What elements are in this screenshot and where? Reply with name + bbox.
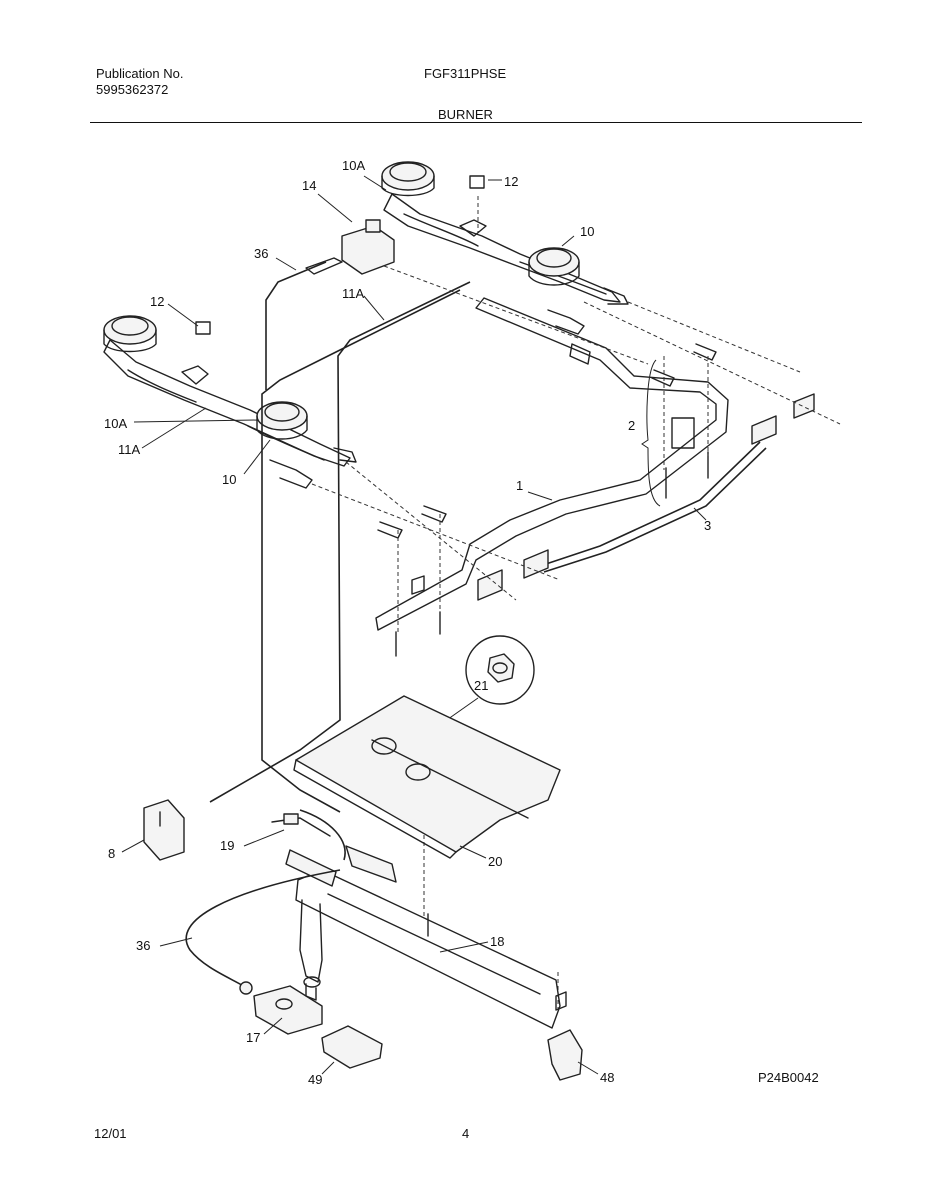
electrode-clip-12-left <box>195 321 211 335</box>
callout-14: 14 <box>302 178 316 193</box>
valve-14 <box>305 219 395 275</box>
bracket-49 <box>321 1025 383 1069</box>
callout-10-top: 10 <box>580 224 594 239</box>
callout-12-top: 12 <box>504 174 518 189</box>
igniter-19 <box>271 813 397 883</box>
lower-burner-assembly <box>103 315 357 489</box>
burner-head-10a-left <box>103 315 157 345</box>
callout-17: 17 <box>246 1030 260 1045</box>
tube-36-upper <box>261 289 461 813</box>
screws <box>395 451 709 937</box>
callout-10-left: 10 <box>222 472 236 487</box>
burner-head-10-left <box>256 401 308 431</box>
electrode-clip-12-top <box>469 175 485 189</box>
bracket-48 <box>547 991 583 1081</box>
tube-36-lower <box>185 869 341 991</box>
callout-36-top: 36 <box>254 246 268 261</box>
manifold-1 <box>375 297 729 631</box>
manifold-brackets <box>377 343 815 601</box>
figure-code: P24B0042 <box>758 1070 819 1085</box>
callout-12-left: 12 <box>150 294 164 309</box>
burner-tube-18 <box>285 849 561 1029</box>
section-title: BURNER <box>438 107 493 122</box>
callout-1: 1 <box>516 478 523 493</box>
callout-2: 2 <box>628 418 635 433</box>
upper-burner-assembly <box>381 161 629 335</box>
callout-10a-left: 10A <box>104 416 127 431</box>
header-rule <box>90 122 862 123</box>
publication-label: Publication No. <box>96 66 184 81</box>
wire-11a <box>209 281 471 803</box>
leader-lines <box>121 175 707 1075</box>
callout-10a-top: 10A <box>342 158 365 173</box>
page-number: 4 <box>462 1126 470 1141</box>
burner-head-10a-top <box>381 161 435 191</box>
callout-8: 8 <box>108 846 115 861</box>
ignitor-8 <box>143 799 185 861</box>
callout-19: 19 <box>220 838 234 853</box>
callout-3: 3 <box>704 518 711 533</box>
burner-shield-20 <box>293 695 561 859</box>
tube-3 <box>539 441 761 567</box>
alignment-lines <box>311 196 841 1010</box>
callout-48: 48 <box>600 1070 614 1085</box>
callout-49: 49 <box>308 1072 322 1087</box>
orifice-holder-17 <box>239 981 323 1035</box>
callout-18: 18 <box>490 934 504 949</box>
callout-20: 20 <box>488 854 502 869</box>
callout-11a-left: 11A <box>118 442 140 457</box>
footer-date: 12/01 <box>94 1126 127 1141</box>
burner-head-10-top <box>528 247 580 277</box>
publication-number: 5995362372 <box>96 82 169 97</box>
callout-labels: 10A 14 12 10 36 11A 12 10A 11A 10 2 1 3 … <box>104 158 711 1087</box>
bracket-2-brace <box>641 359 661 507</box>
callout-36-bottom: 36 <box>136 938 150 953</box>
model-number: FGF311PHSE <box>424 66 507 81</box>
callout-21: 21 <box>474 678 488 693</box>
callout-11a-mid: 11A <box>342 286 364 301</box>
